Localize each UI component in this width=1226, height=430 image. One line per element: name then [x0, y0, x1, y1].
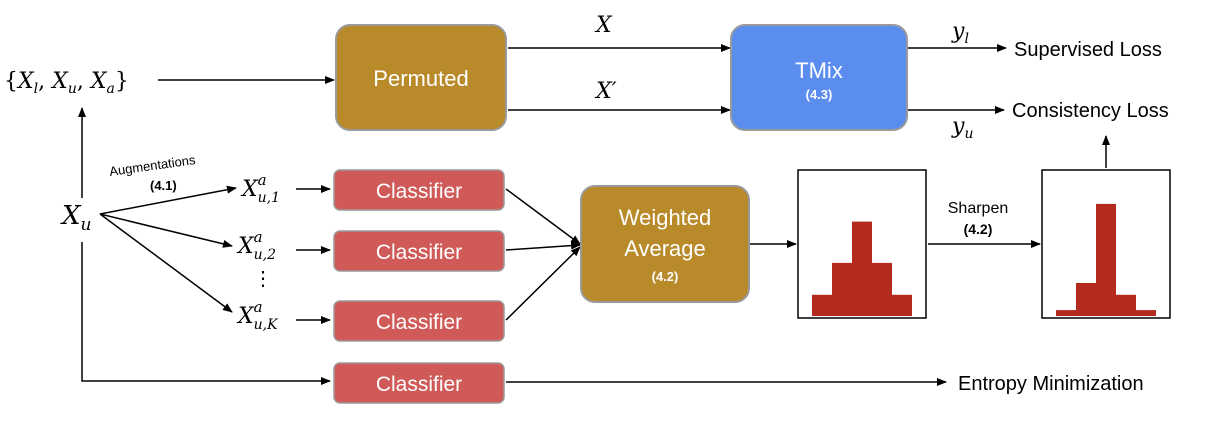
tmix-rect — [730, 24, 908, 131]
classifier-label-3: Classifier — [376, 311, 462, 334]
histogram-before-bar-3 — [852, 221, 872, 316]
tmix-label: TMix — [795, 58, 843, 83]
edge-classifier2-to-weighted — [505, 241, 581, 251]
aug-ellipsis: ⋮ — [253, 266, 273, 290]
classifier-box-2: Classifier — [333, 230, 505, 272]
edge-label-yu: yu — [951, 114, 973, 142]
edge-label-x: X — [594, 13, 613, 38]
classifier-rect-4 — [333, 362, 505, 404]
weighted-label-1: Weighted — [619, 205, 712, 230]
histogram-before-bar-4 — [872, 262, 892, 316]
edge-classifier3-to-weighted — [505, 246, 581, 321]
histogram-after — [1041, 169, 1171, 319]
permuted-box: Permuted — [335, 24, 507, 131]
sharpen-ref: (4.2) — [964, 221, 993, 237]
weighted-label-2: Average — [624, 236, 706, 261]
weighted-ref: (4.2) — [652, 269, 679, 284]
histogram-after-bar-2 — [1076, 283, 1096, 316]
histogram-after-bar-3 — [1096, 203, 1116, 316]
classifier-label-1: Classifier — [376, 180, 462, 203]
classifier-rect-1 — [333, 169, 505, 211]
edge-xu-to-classifier-4 — [81, 242, 331, 385]
sharpen-label: Sharpen — [948, 200, 1009, 217]
edge-label-yl: yl — [951, 19, 969, 47]
classifier-box-1: Classifier — [333, 169, 505, 211]
output-consistency-loss: Consistency Loss — [1012, 100, 1169, 122]
histogram-after-bar-1 — [1056, 310, 1076, 316]
augmentations-ref: (4.1) — [150, 178, 177, 193]
histogram-before-bar-5 — [892, 294, 912, 316]
xu-label: Xu — [60, 201, 91, 235]
classifier-label-4: Classifier — [376, 373, 462, 396]
input-set-label: {Xl, Xu, Xa} — [4, 69, 129, 97]
augmentations-label: Augmentations — [108, 152, 196, 179]
weighted-average-box: Weighted Average (4.2) — [580, 185, 750, 303]
classifier-label-2: Classifier — [376, 241, 462, 264]
output-supervised-loss: Supervised Loss — [1014, 39, 1162, 61]
edge-label-x-prime: X′ — [594, 79, 617, 104]
histogram-before — [797, 169, 927, 319]
classifier-box-4: Classifier — [333, 362, 505, 404]
permuted-label: Permuted — [373, 66, 468, 91]
edge-xu-to-aug-k — [99, 213, 233, 313]
tmix-box: TMix (4.3) — [730, 24, 908, 131]
classifier-box-3: Classifier — [333, 300, 505, 342]
histogram-before-bars — [812, 221, 912, 316]
edge-classifier1-to-weighted — [505, 188, 581, 245]
connectors — [78, 44, 1110, 386]
histogram-after-bar-4 — [1116, 294, 1136, 316]
histogram-before-bar-2 — [832, 262, 852, 316]
tmix-ref: (4.3) — [806, 87, 833, 102]
output-entropy-minimization: Entropy Minimization — [958, 373, 1144, 395]
histogram-after-bars — [1056, 203, 1156, 316]
edge-xu-to-aug-1 — [99, 185, 237, 215]
permuted-rect — [335, 24, 507, 131]
classifier-rect-3 — [333, 300, 505, 342]
histogram-after-bar-5 — [1136, 310, 1156, 316]
histogram-before-bar-1 — [812, 294, 832, 316]
weighted-rect — [580, 185, 750, 303]
edge-xu-to-aug-2 — [99, 213, 233, 248]
classifier-rect-2 — [333, 230, 505, 272]
